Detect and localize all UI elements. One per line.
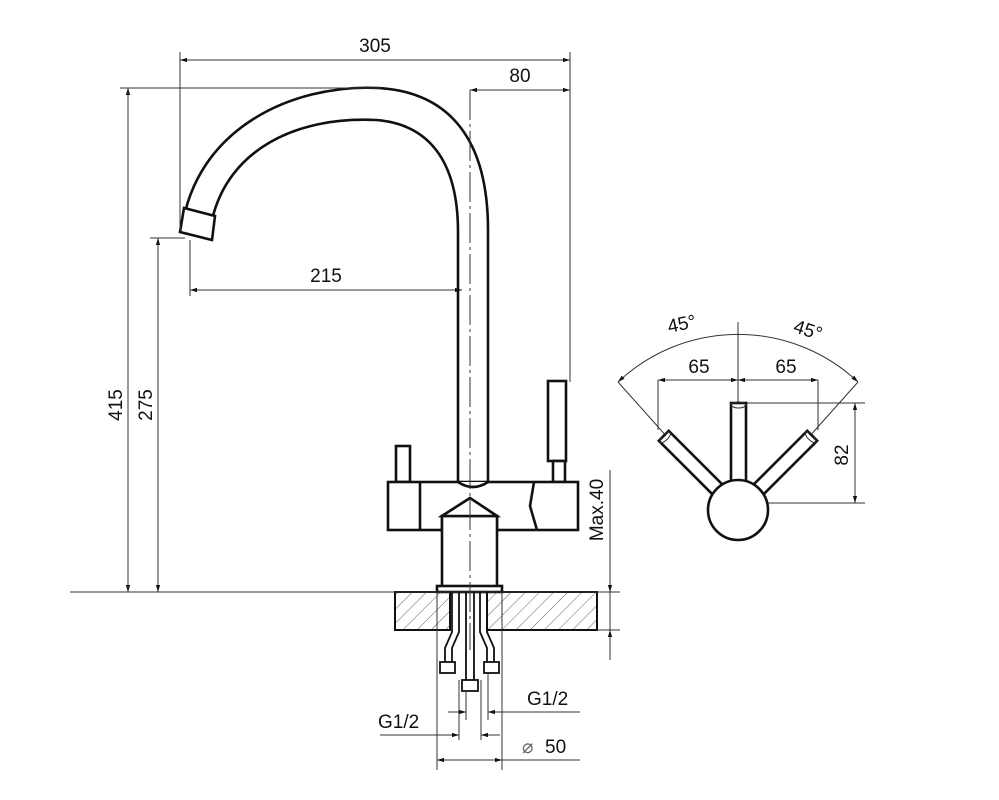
- top-base: [706, 478, 770, 542]
- faucet-side-view: [178, 86, 580, 650]
- spout-tip: [178, 206, 217, 242]
- dimension-lines: [120, 52, 620, 770]
- right-lever: [546, 379, 568, 463]
- dim-max-counter: Max.40: [587, 479, 608, 541]
- countertop-section: [70, 591, 620, 631]
- dim-lever-depth: 82: [832, 444, 853, 465]
- dim-lever-offset-right: 65: [775, 357, 796, 378]
- dim-spout-to-lever: 80: [509, 66, 530, 87]
- dim-spout-height: 275: [136, 389, 157, 421]
- top-right-lever: [748, 428, 820, 500]
- top-left-lever: [656, 428, 728, 500]
- diameter-icon: ⌀: [522, 737, 533, 758]
- top-spout: [729, 401, 748, 487]
- dim-angle-left: 45°: [666, 311, 698, 338]
- dim-angle-right: 45°: [791, 316, 825, 345]
- dim-connection-right: G1/2: [527, 689, 568, 710]
- dim-connection-left: G1/2: [378, 712, 419, 733]
- dim-lever-offset-left: 65: [688, 357, 709, 378]
- supply-hoses: [439, 592, 500, 692]
- right-lever-stem: [551, 459, 567, 484]
- faucet-top-view: [617, 322, 865, 542]
- left-lever: [394, 444, 412, 484]
- dim-overall-width: 305: [359, 36, 391, 57]
- dim-spout-reach: 215: [310, 266, 342, 287]
- dim-overall-height: 415: [106, 389, 127, 421]
- dim-hole-diameter: 50: [545, 737, 566, 758]
